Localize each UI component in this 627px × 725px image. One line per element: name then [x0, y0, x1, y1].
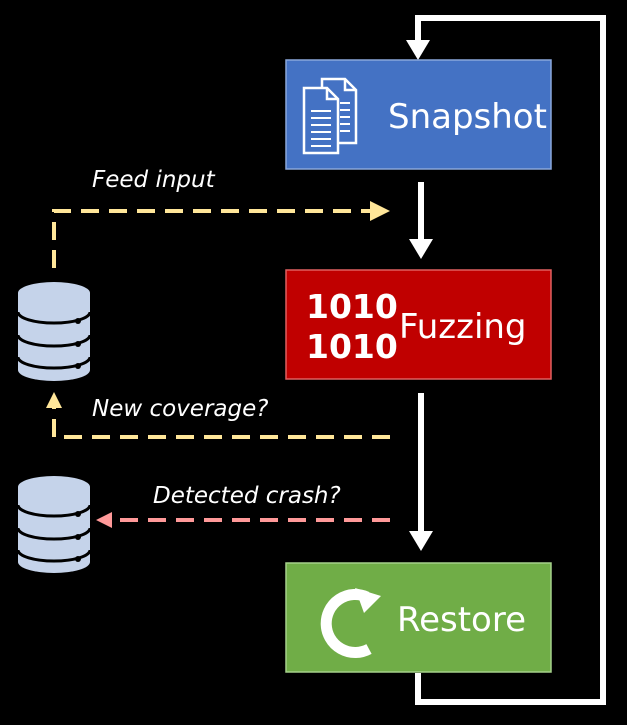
corpus-database-icon	[16, 282, 92, 381]
crash-database-icon	[16, 476, 92, 573]
snapshot-box: Snapshot	[285, 59, 552, 170]
fuzzing-box: 1010 1010 Fuzzing	[285, 269, 552, 380]
snapshot-to-fuzzing-arrow	[409, 182, 433, 259]
binary-line-1: 1010	[306, 287, 398, 326]
detected-crash-arrow	[96, 512, 390, 528]
fuzzing-label: Fuzzing	[399, 307, 527, 347]
snapshot-label: Snapshot	[388, 97, 547, 137]
feed-input-arrow	[52, 201, 390, 268]
new-coverage-label: New coverage?	[92, 396, 268, 422]
documents-icon	[302, 77, 358, 155]
detected-crash-label: Detected crash?	[153, 483, 341, 509]
feed-input-label: Feed input	[92, 167, 216, 193]
loop-back-arrow	[406, 15, 606, 705]
new-coverage-arrow	[46, 392, 390, 439]
restore-box: Restore	[285, 562, 552, 673]
binary-line-2: 1010	[306, 327, 398, 366]
restore-label: Restore	[397, 600, 526, 640]
restore-arrow-icon	[320, 588, 381, 658]
binary-icon: 1010 1010	[306, 287, 398, 366]
fuzzing-to-restore-arrow	[409, 393, 433, 551]
